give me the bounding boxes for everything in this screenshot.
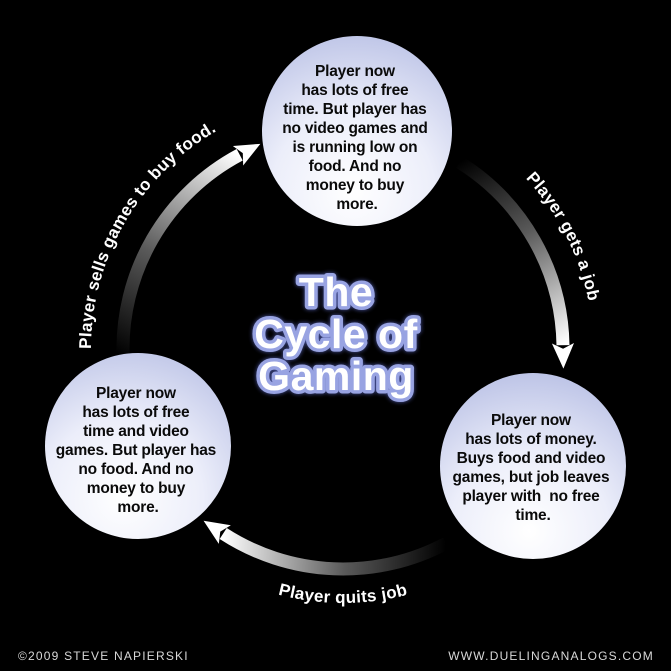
arrow-quit-job-curve (203, 520, 450, 576)
arrow-get-job-curve (456, 156, 575, 369)
node-left: Player now has lots of free time and vid… (45, 353, 231, 539)
node-top: Player now has lots of free time. But pl… (262, 36, 452, 226)
website-url: WWW.DUELINGANALOGS.COM (448, 649, 654, 663)
copyright-text: ©2009 STEVE NAPIERSKI (18, 649, 189, 663)
node-left-text: Player now has lots of free time and vid… (56, 385, 220, 516)
title-line-1: The (299, 269, 373, 315)
title-line-2: Cycle of (254, 311, 418, 357)
arrow-sell-games-curve (116, 143, 261, 357)
node-right-text: Player now has lots of money. Buys food … (453, 412, 614, 524)
node-top-circle (262, 36, 452, 226)
node-right-circle (440, 373, 626, 559)
node-right: Player now has lots of money. Buys food … (440, 373, 626, 559)
node-top-text: Player now has lots of free time. But pl… (282, 63, 432, 213)
node-left-circle (45, 353, 231, 539)
page-title: The Cycle of Gaming (251, 266, 421, 403)
title-line-3: Gaming (258, 353, 414, 399)
